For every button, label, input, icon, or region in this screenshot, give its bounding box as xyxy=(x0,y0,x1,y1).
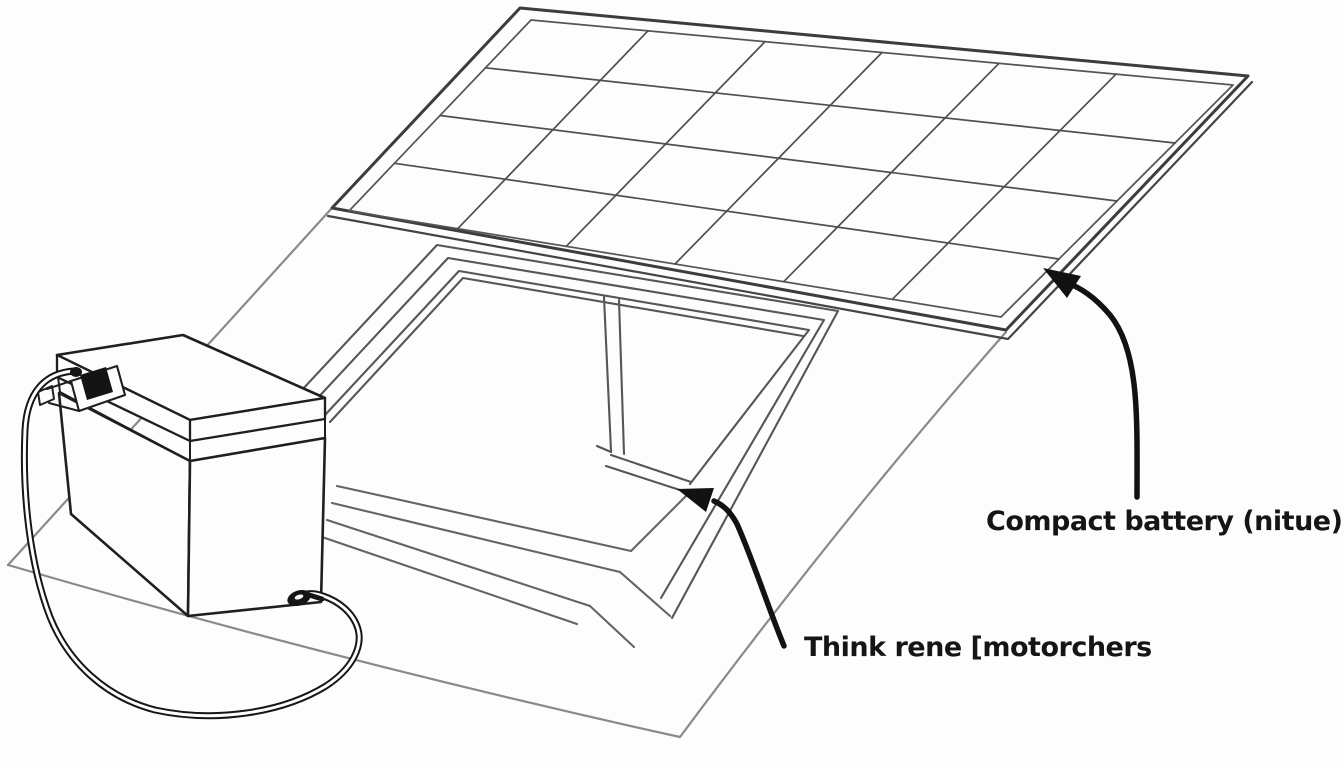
arrow-to-skylight-corner xyxy=(677,488,787,649)
panel-cell-grid xyxy=(393,29,1176,301)
battery-terminal-tabs xyxy=(37,380,80,412)
arrow-to-panel-edge xyxy=(1043,268,1140,500)
skylight-frame-outer xyxy=(299,243,840,620)
arrow-to-panel-head xyxy=(1043,268,1081,298)
battery-cable xyxy=(20,367,363,720)
arrow-to-skylight-head xyxy=(677,488,714,512)
annotation-arrows xyxy=(677,268,1140,649)
label-compact-battery: Compact battery (nitue) xyxy=(986,506,1343,537)
skylight-sill xyxy=(604,453,693,494)
roof-right-edge xyxy=(678,330,1008,739)
panel-right-rim xyxy=(1007,80,1254,340)
battery-terminal xyxy=(80,367,113,400)
skylight-mullion xyxy=(595,295,626,456)
cable-stub xyxy=(303,591,325,602)
cable-inner xyxy=(22,369,361,718)
skylight-frame-inner2 xyxy=(328,276,805,424)
cable-terminal-end xyxy=(70,367,82,377)
skylight-curb-steps xyxy=(320,484,691,649)
skylight-frame-inner xyxy=(323,269,811,486)
cable-connector-hole xyxy=(294,594,304,600)
solar-panel xyxy=(326,6,1254,341)
skylight-opening xyxy=(299,243,840,649)
battery-body-right-face xyxy=(186,436,327,618)
arrow-to-skylight-shaft xyxy=(711,498,787,649)
label-think-rene: Think rene [motorchers xyxy=(804,632,1152,663)
arrow-to-panel-shaft xyxy=(1065,280,1140,500)
panel-bottom-rim xyxy=(326,214,1010,341)
roof-bottom-edge xyxy=(6,563,682,739)
skylight-frame-mid xyxy=(311,256,826,600)
battery-box xyxy=(37,333,327,618)
panel-outline xyxy=(330,6,1250,332)
